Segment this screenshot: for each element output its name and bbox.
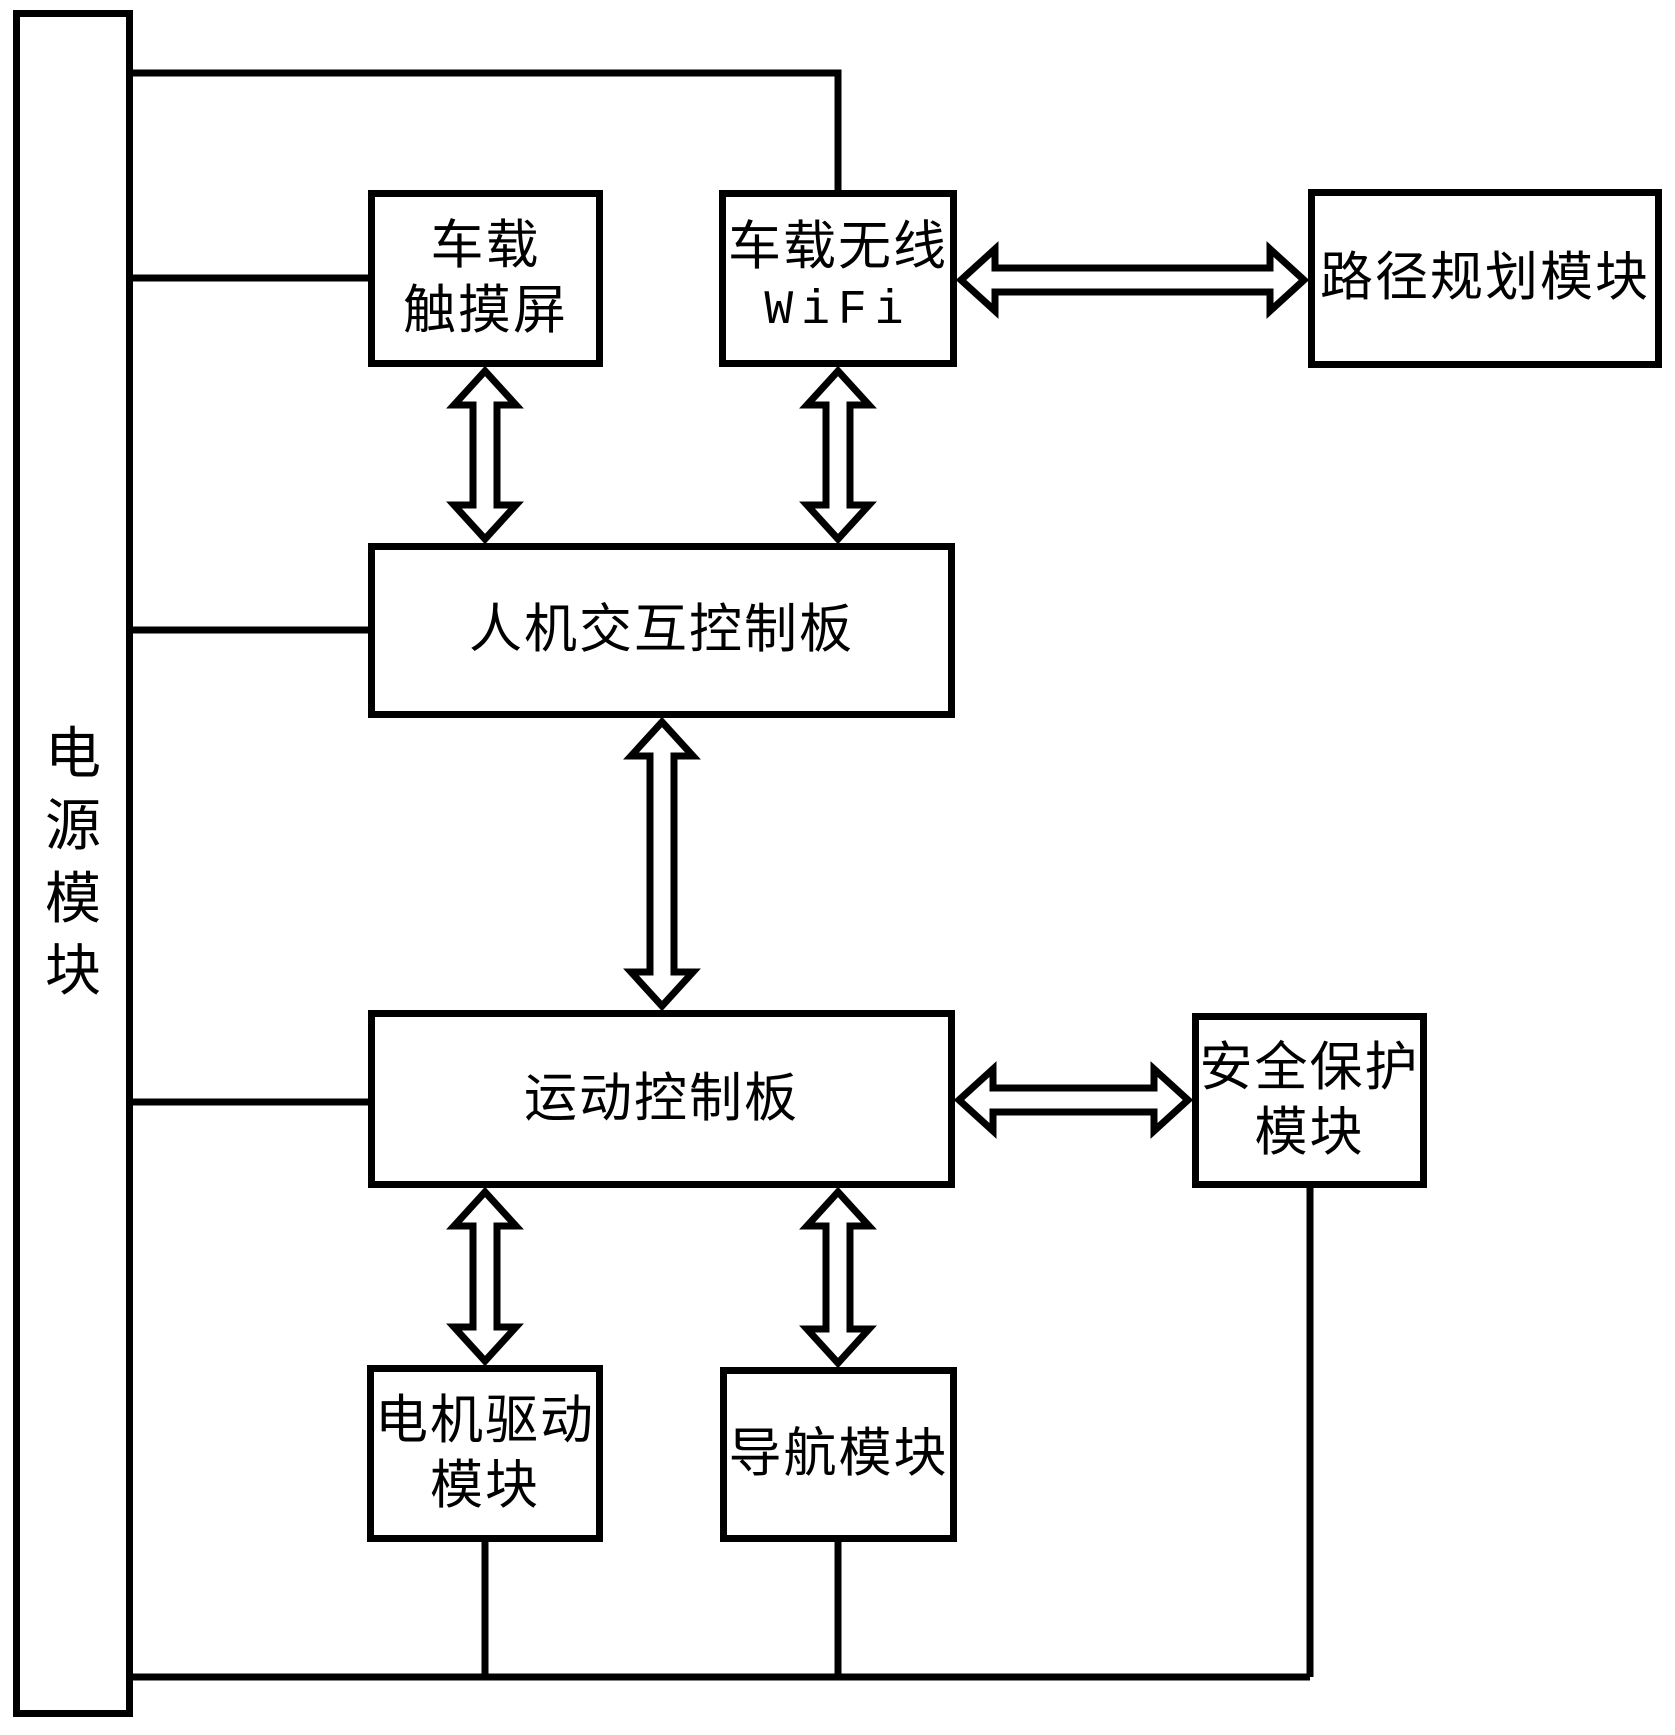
arrow-wifi-pathplanning — [955, 241, 1310, 319]
navigation-module-box: 导航模块 — [720, 1367, 957, 1542]
motion-control-board-box: 运动控制板 — [368, 1010, 955, 1188]
safety-protection-module-label: 模块 — [1254, 1103, 1365, 1162]
touchscreen-module-box: 车载 触摸屏 — [368, 190, 603, 367]
wifi-module-label: 车载无线 — [728, 217, 948, 276]
motor-drive-module-box: 电机驱动 模块 — [367, 1365, 603, 1542]
motor-drive-module-label: 电机驱动 — [375, 1391, 595, 1450]
hmi-control-board-box: 人机交互控制板 — [368, 543, 955, 718]
arrow-touchscreen-hmi — [446, 365, 524, 545]
safety-protection-module-box: 安全保护 模块 — [1192, 1013, 1427, 1188]
arrow-motion-nav — [799, 1186, 877, 1369]
power-module-box: 电 源 模 块 — [13, 10, 133, 1717]
power-module-label-char: 块 — [45, 940, 101, 1003]
path-planning-module-box: 路径规划模块 — [1308, 189, 1662, 368]
path-planning-module-label: 路径规划模块 — [1320, 249, 1650, 308]
arrow-motion-motor — [446, 1186, 524, 1367]
arrow-wifi-hmi — [799, 365, 877, 545]
wifi-module-box: 车载无线 WiFi — [719, 190, 957, 367]
motor-drive-module-label: 模块 — [430, 1456, 540, 1515]
safety-protection-module-label: 安全保护 — [1199, 1038, 1420, 1097]
navigation-module-label: 导航模块 — [728, 1425, 949, 1484]
arrow-motion-safety — [953, 1061, 1194, 1139]
touchscreen-module-label: 车载 — [430, 216, 541, 275]
touchscreen-module-label: 触摸屏 — [403, 281, 568, 340]
motion-control-board-label: 运动控制板 — [524, 1069, 799, 1128]
hmi-control-board-label: 人机交互控制板 — [469, 601, 854, 660]
power-module-label-char: 电 — [45, 724, 101, 787]
wifi-module-label-latin: WiFi — [764, 283, 912, 338]
power-module-label-char: 源 — [45, 796, 101, 859]
power-module-label-char: 模 — [45, 868, 101, 931]
power-to-wifi-line — [133, 69, 842, 190]
arrow-hmi-motion — [623, 716, 701, 1012]
